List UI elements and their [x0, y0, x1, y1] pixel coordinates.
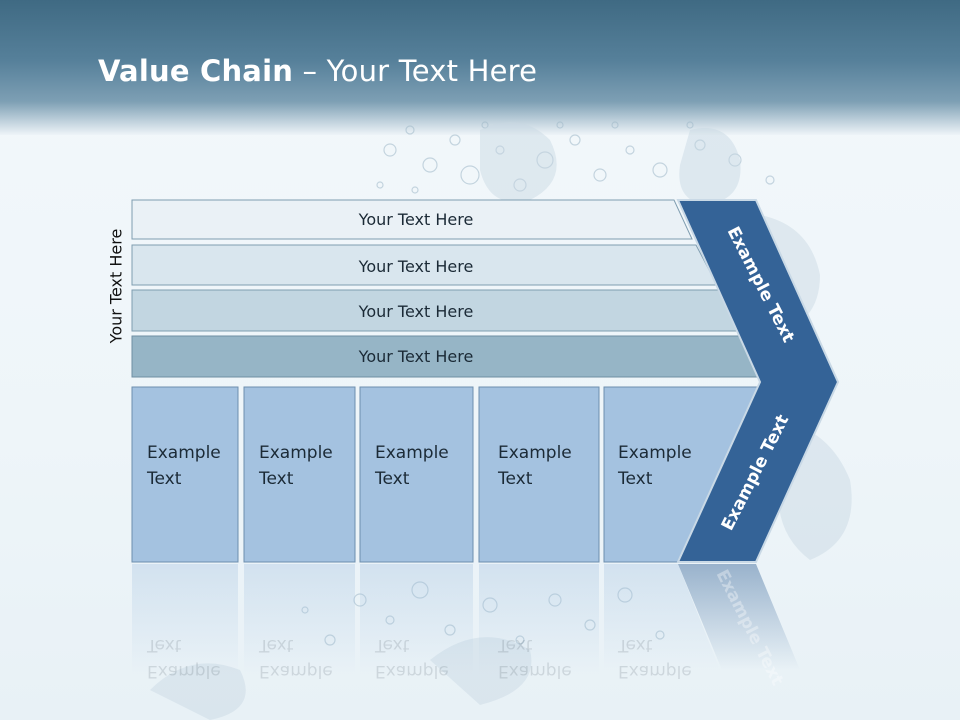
chevron-reflection [678, 564, 800, 670]
primary-cell-2 [243, 386, 356, 563]
cell-reflection [479, 564, 599, 674]
support-row-3-label: Your Text Here [358, 302, 474, 321]
primary-cell-1 [131, 386, 239, 563]
page-title: Value Chain – Your Text Here [98, 54, 538, 88]
cell-reflection [360, 564, 473, 674]
support-row-2-label: Your Text Here [358, 257, 474, 276]
primary-cell-4 [478, 386, 600, 563]
primary-cell-3 [359, 386, 474, 563]
cell-reflection [132, 564, 238, 674]
cell-reflection [604, 564, 720, 670]
header-band [0, 0, 960, 135]
support-row-4-label: Your Text Here [358, 347, 474, 366]
support-row-1 [131, 199, 693, 240]
margin-chevron [676, 199, 840, 563]
support-row-1-label: Your Text Here [358, 210, 474, 229]
cell-reflection [244, 564, 355, 674]
